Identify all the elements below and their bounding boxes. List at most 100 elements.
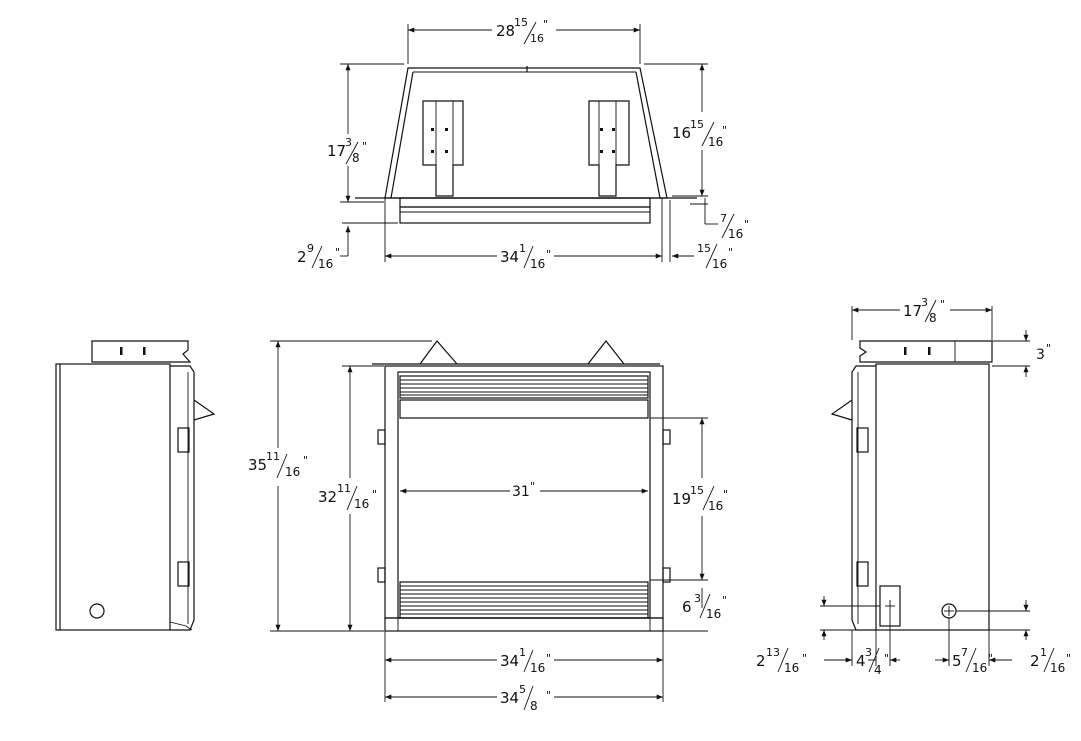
- svg-text:": ": [1046, 342, 1051, 355]
- svg-text:5: 5: [952, 652, 962, 670]
- dim-top-depth-left: 17 3 8 ": [327, 136, 367, 165]
- dim-front-bottom-offset: 6 3 16 ": [682, 592, 727, 621]
- svg-text:": ": [335, 246, 340, 259]
- svg-text:": ": [543, 18, 548, 31]
- top-view: 28 15 16 " 17 3 8 " 16 15 16 ": [297, 16, 749, 271]
- svg-text:2: 2: [297, 248, 307, 266]
- svg-text:1: 1: [1040, 646, 1047, 659]
- svg-text:16: 16: [784, 661, 799, 675]
- svg-text:16: 16: [530, 661, 545, 675]
- svg-text:28: 28: [496, 22, 515, 40]
- svg-text:": ": [723, 488, 728, 501]
- svg-text:": ": [546, 248, 551, 261]
- dim-side-left-offset: 2 13 16 ": [756, 646, 807, 675]
- svg-text:34: 34: [500, 689, 519, 707]
- svg-text:": ": [546, 689, 551, 702]
- svg-text:11: 11: [337, 482, 351, 495]
- svg-text:3: 3: [865, 646, 872, 659]
- svg-text:": ": [372, 488, 377, 501]
- svg-text:": ": [530, 480, 535, 493]
- svg-text:": ": [362, 140, 367, 153]
- svg-text:6: 6: [682, 598, 692, 616]
- svg-text:9: 9: [307, 242, 314, 255]
- dim-top-width: 28 15 16 ": [496, 16, 548, 45]
- svg-text:2: 2: [1030, 652, 1040, 670]
- svg-text:16: 16: [354, 497, 369, 511]
- dim-top-offset-right: 15 16 ": [697, 242, 733, 271]
- dim-side-gas-inlet: 4 3 4 ": [856, 646, 889, 677]
- svg-text:32: 32: [318, 488, 337, 506]
- svg-text:": ": [728, 246, 733, 259]
- svg-text:": ": [722, 124, 727, 137]
- svg-text:16: 16: [1050, 661, 1065, 675]
- dim-top-ledge: 7 16 ": [720, 212, 749, 241]
- svg-text:16: 16: [672, 124, 691, 142]
- right-side-view: 17 3 8 " 3 ": [756, 296, 1071, 677]
- svg-text:34: 34: [500, 248, 519, 266]
- svg-text:4: 4: [874, 663, 882, 677]
- svg-text:": ": [884, 652, 889, 665]
- svg-text:": ": [722, 594, 727, 607]
- svg-text:16: 16: [972, 661, 987, 675]
- svg-text:4: 4: [856, 652, 866, 670]
- dim-front-inner-width: 34 1 16 ": [500, 646, 551, 675]
- dim-front-opening-height: 19 15 16 ": [672, 484, 728, 513]
- svg-text:3: 3: [1036, 347, 1045, 363]
- svg-text:16: 16: [285, 465, 300, 479]
- svg-text:7: 7: [720, 212, 727, 225]
- svg-text:8: 8: [530, 699, 538, 713]
- svg-text:16: 16: [706, 607, 721, 621]
- svg-text:8: 8: [929, 311, 937, 325]
- dim-top-offset-left: 2 9 16 ": [297, 242, 340, 271]
- svg-text:19: 19: [672, 490, 691, 508]
- top-louver: [399, 375, 649, 419]
- svg-text:": ": [988, 652, 993, 665]
- dim-top-base-width: 34 1 16 ": [500, 242, 551, 271]
- svg-text:17: 17: [327, 142, 346, 160]
- svg-text:": ": [303, 454, 308, 467]
- svg-text:15: 15: [690, 118, 704, 131]
- left-side-view: [55, 340, 216, 631]
- dim-side-depth: 17 3 8 ": [903, 296, 945, 325]
- svg-text:": ": [802, 652, 807, 665]
- svg-text:16: 16: [318, 257, 333, 271]
- svg-text:16: 16: [708, 499, 723, 513]
- bottom-louver: [399, 581, 649, 619]
- svg-text:11: 11: [266, 450, 280, 463]
- svg-text:1: 1: [519, 646, 526, 659]
- svg-text:8: 8: [352, 151, 360, 165]
- dim-front-opening-width: 31 ": [512, 480, 535, 500]
- svg-text:17: 17: [903, 302, 922, 320]
- svg-text:15: 15: [697, 242, 711, 255]
- svg-text:16: 16: [530, 32, 544, 45]
- svg-text:1: 1: [519, 242, 526, 255]
- svg-text:": ": [546, 652, 551, 665]
- svg-text:16: 16: [530, 257, 545, 271]
- dim-front-body-height: 32 11 16 ": [318, 482, 377, 511]
- svg-text:16: 16: [728, 227, 743, 241]
- dim-top-depth-right: 16 15 16 ": [672, 118, 727, 149]
- svg-text:": ": [940, 298, 945, 311]
- gas-inlet-circle: [89, 603, 105, 619]
- svg-text:": ": [1066, 652, 1071, 665]
- svg-text:3: 3: [694, 592, 701, 605]
- svg-text:16: 16: [708, 135, 723, 149]
- svg-text:15: 15: [690, 484, 704, 497]
- right-mounting-bracket: [588, 100, 630, 197]
- dim-side-right-offset: 2 1 16 ": [1030, 646, 1071, 675]
- svg-text:5: 5: [519, 683, 526, 696]
- svg-text:15: 15: [514, 16, 528, 29]
- svg-text:35: 35: [248, 456, 267, 474]
- svg-text:7: 7: [961, 646, 968, 659]
- left-mounting-bracket: [422, 100, 464, 197]
- dim-side-flange: 3 ": [1036, 342, 1051, 363]
- svg-text:13: 13: [766, 646, 780, 659]
- svg-text:34: 34: [500, 652, 519, 670]
- svg-text:2: 2: [756, 652, 766, 670]
- svg-text:16: 16: [712, 257, 727, 271]
- dim-side-vent-offset: 5 7 16 ": [952, 646, 993, 675]
- svg-text:": ": [744, 218, 749, 231]
- dim-front-total-height: 35 11 16 ": [248, 450, 308, 479]
- front-view: 35 11 16 " 32 11 16 " 31 " 19: [248, 340, 728, 713]
